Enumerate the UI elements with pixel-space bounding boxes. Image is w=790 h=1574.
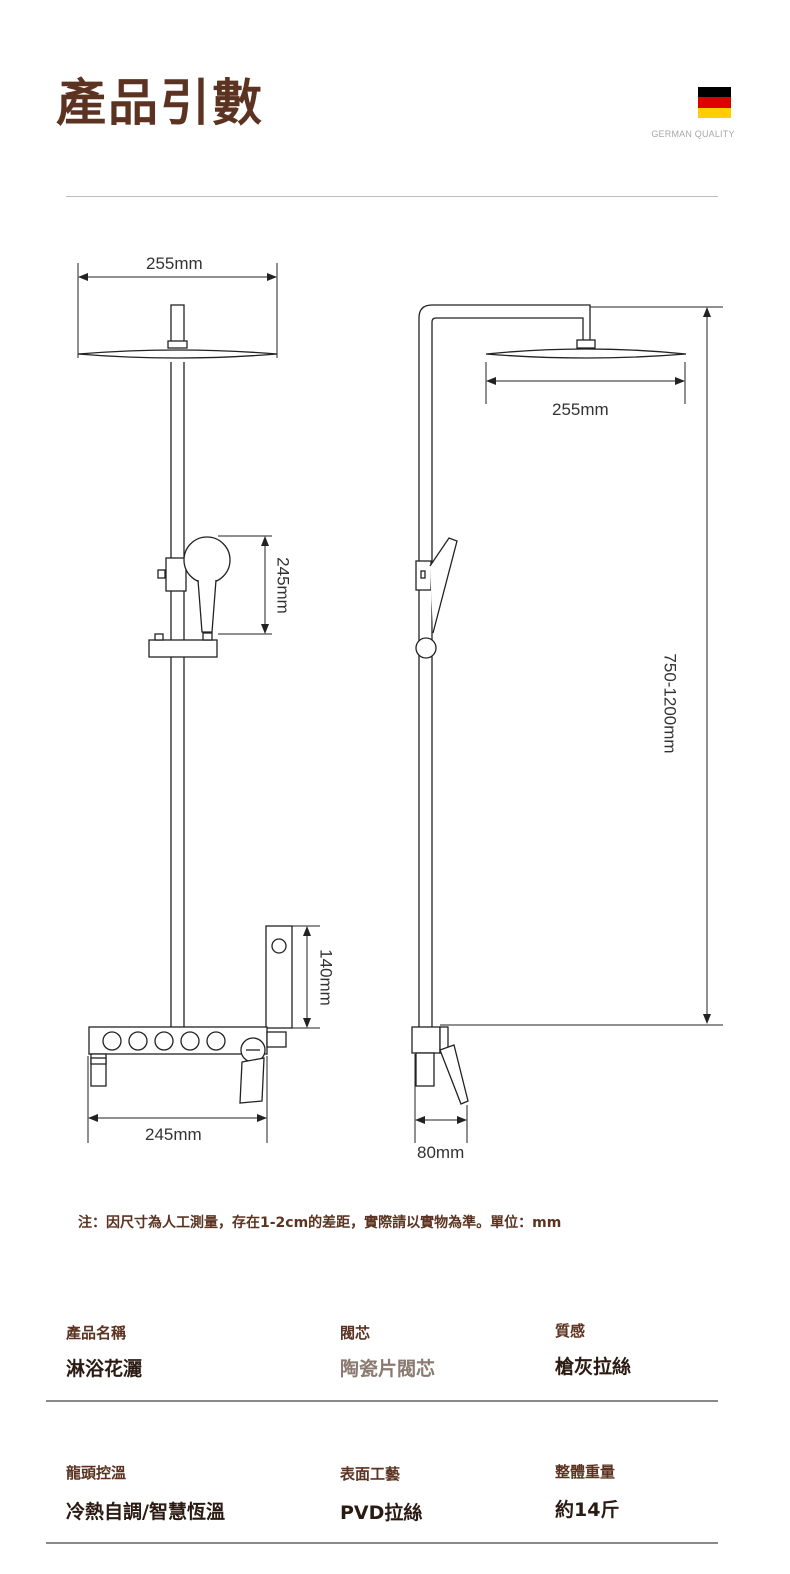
front-head-width-label: 255mm [146,254,203,273]
spec-label-total-weight: 整體重量 [555,1463,616,1481]
spec-label-texture: 質感 [555,1322,586,1340]
side-view [411,304,723,1143]
spec-value-texture: 槍灰拉絲 [555,1356,632,1378]
measurement-note: 注：因尺寸為人工測量，存在1-2cm的差距，實際請以實物為準。單位：mm [78,1215,562,1231]
spec-value-total-weight: 約14斤 [555,1499,620,1521]
page-title: 產品引數 [56,74,264,132]
spec-value-surface-process: PVD拉絲 [340,1502,423,1524]
spec-value-valve-core: 陶瓷片閥芯 [340,1358,436,1380]
spec-value-product-name: 淋浴花灑 [66,1358,143,1380]
spec-label-surface-process: 表面工藝 [340,1465,401,1483]
side-height-range-label: 750-1200mm [660,653,680,754]
front-hand-shower-height-label: 140mm [316,949,336,1006]
front-view [77,263,320,1143]
spec-divider-1 [46,1400,718,1402]
spec-value-faucet-temp: 冷熱自調/智慧恆溫 [66,1501,225,1523]
spec-divider-2 [46,1542,718,1544]
dimension-drawing [77,263,723,1143]
spec-label-valve-core: 閥芯 [340,1324,371,1342]
side-head-width-label: 255mm [552,400,609,419]
side-mixer-depth-label: 80mm [417,1143,465,1162]
spec-label-faucet-temp: 龍頭控溫 [66,1464,127,1482]
german-flag-icon [698,87,731,118]
header-divider [66,196,718,197]
front-handset-height-label: 245mm [273,557,293,614]
front-mixer-width-label: 245mm [145,1125,202,1144]
quality-label: GERMAN QUALITY [651,129,735,139]
spec-label-product-name: 產品名稱 [66,1324,127,1342]
